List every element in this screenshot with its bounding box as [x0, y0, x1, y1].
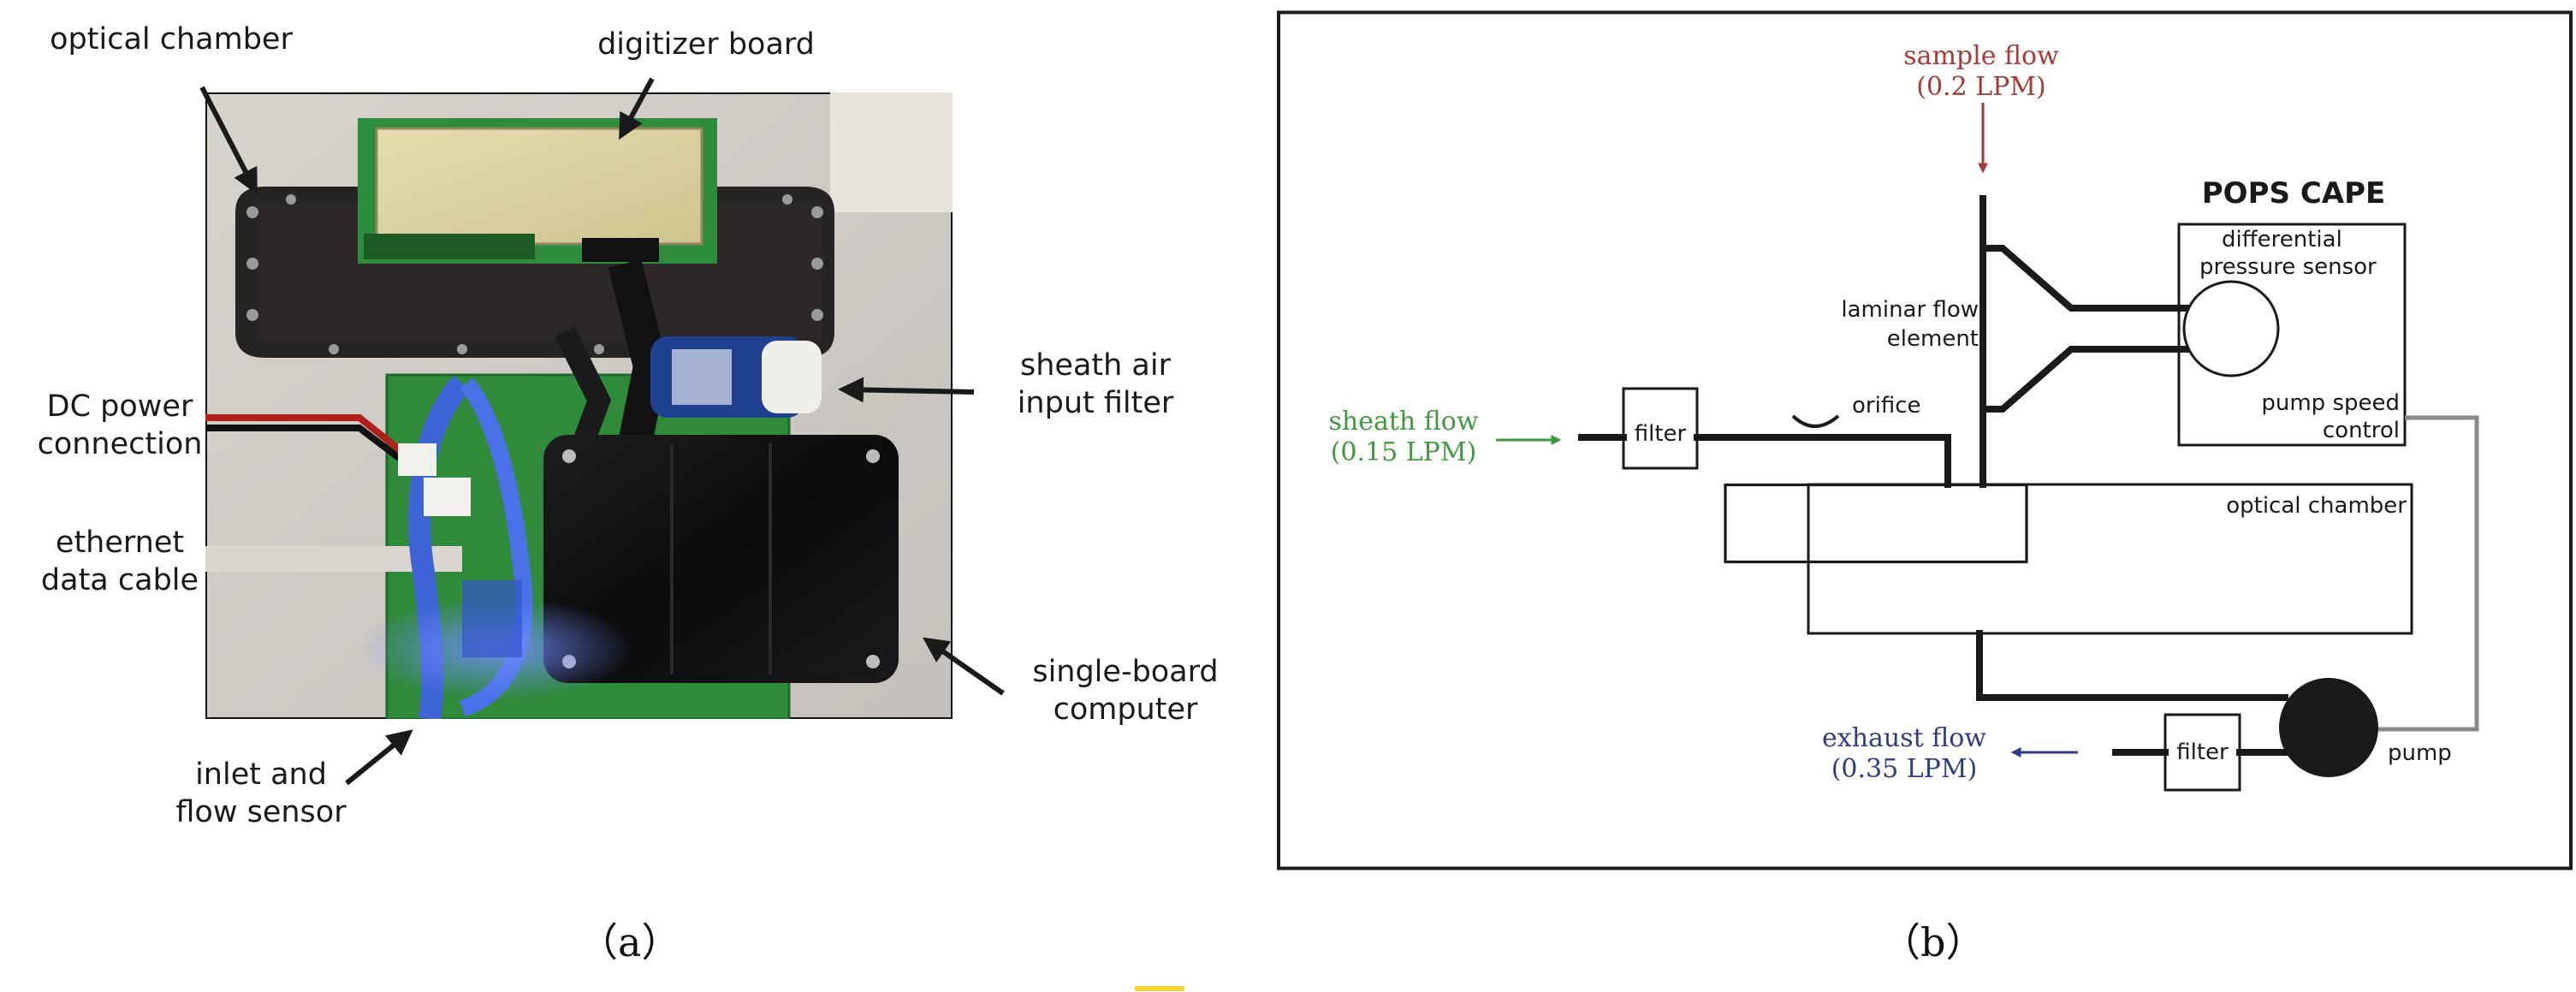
label-digitizer-board: digitizer board: [597, 27, 815, 62]
orifice-label: orifice: [1852, 393, 1921, 419]
sheath-filter-box: [1622, 387, 1699, 470]
single-board-panel: [543, 435, 899, 683]
lfe-upper: [1979, 245, 2191, 312]
pops-cape-box: [2177, 223, 2407, 447]
exhaust-line: [1976, 630, 2288, 701]
pump-label: pump: [2388, 740, 2452, 766]
arrow-digitizer-board: [619, 77, 655, 140]
digitizer-shield: [375, 127, 703, 246]
device-photo: [205, 92, 953, 719]
pressure-sensor-circle: [2182, 280, 2280, 377]
sheath-filter-label: filter: [1634, 421, 1687, 447]
power-cable-black: [205, 425, 405, 464]
arrow-optical-chamber: [199, 86, 258, 195]
sample-flow-label: sample flow(0.2 LPM): [1903, 41, 2059, 102]
sheath-flow-label: sheath flow(0.15 LPM): [1328, 407, 1479, 467]
optical-chamber-box: [1807, 483, 2413, 635]
caption-a: （a）: [579, 919, 681, 965]
arrow-single-board-computer: [923, 637, 1005, 696]
sheath-line: [1694, 434, 1951, 488]
exhaust-filter-label: filter: [2176, 740, 2229, 765]
pump-control-line: [2378, 415, 2479, 732]
highlight-mark: [1135, 986, 1184, 991]
optical-chamber-box: [1724, 483, 2028, 564]
background-box: [830, 92, 953, 212]
pops-cape-title: POPS CAPE: [2201, 176, 2386, 211]
caption-b: （b）: [1881, 919, 1985, 965]
connector: [424, 478, 471, 516]
power-cable-red: [205, 414, 405, 455]
arrow-inlet-flow-sensor: [345, 729, 413, 786]
pump-circle: [2279, 678, 2378, 777]
lfe-lower: [1979, 346, 2191, 413]
arrow-sheath-air-filter: [838, 377, 975, 403]
label-optical-chamber: optical chamber: [50, 22, 293, 56]
orifice-symbol: [1791, 414, 1840, 428]
exhaust-flow-label: exhaust flow(0.35 LPM): [1822, 723, 1986, 784]
optical-chamber-label: optical chamber: [2226, 493, 2407, 519]
screws: [246, 194, 823, 354]
